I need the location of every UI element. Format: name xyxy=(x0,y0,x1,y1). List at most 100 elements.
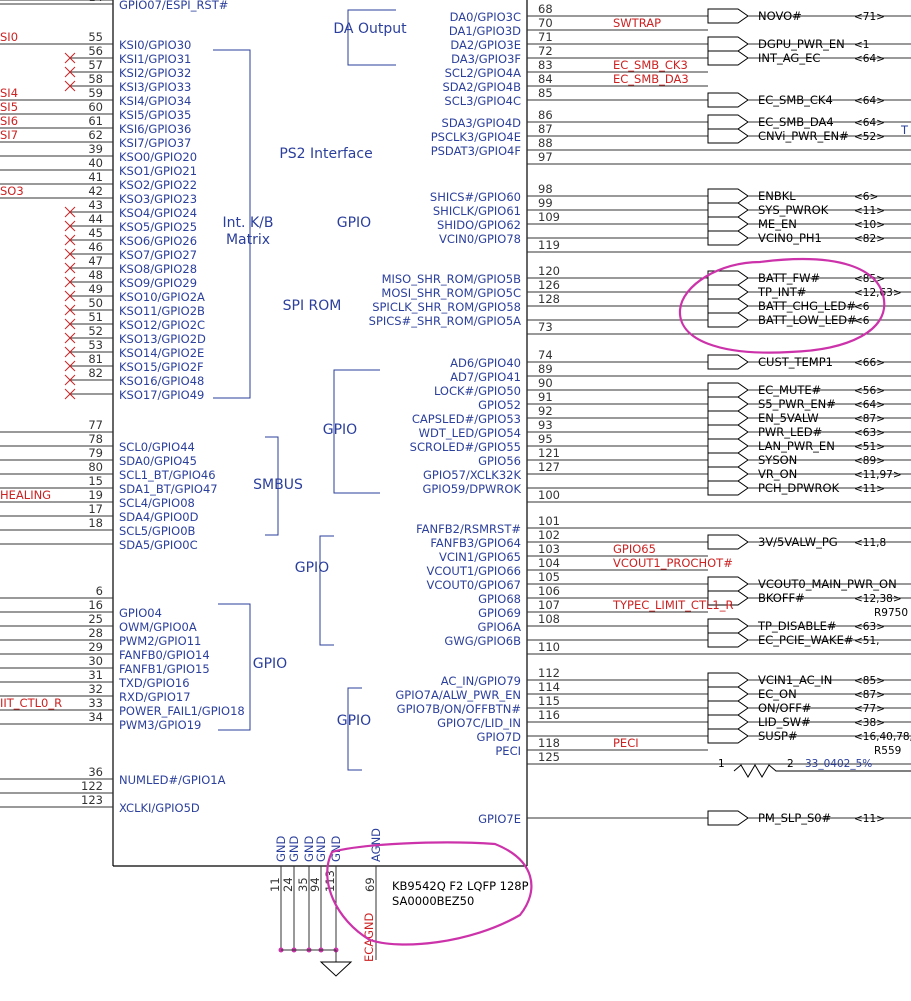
offpage-net-name: SUSP# xyxy=(758,729,798,743)
right-net-label: TYPEC_LIMIT_CTL1_R xyxy=(612,598,733,612)
offpage-connector xyxy=(707,382,749,398)
left-pin-number: 78 xyxy=(88,432,103,446)
offpage-net-name: CUST_TEMP1 xyxy=(758,355,833,369)
offpage-net-name: INT_AG_EC xyxy=(758,51,820,65)
right-pin-name: SHIDO/GPIO62 xyxy=(437,218,521,232)
left-pin-name: KSI2/GPIO32 xyxy=(119,66,191,80)
offpage-connector xyxy=(707,270,749,286)
left-net-label: SI5 xyxy=(0,100,18,114)
offpage-connector xyxy=(707,114,749,130)
offpage-connector xyxy=(707,298,749,314)
right-pin-name: SDA2/GPIO4B xyxy=(442,80,521,94)
offpage-connector xyxy=(707,188,749,204)
left-pin-name: KSO6/GPIO26 xyxy=(119,234,197,248)
left-pin-name: OWM/GPIO0A xyxy=(119,620,197,634)
left-pin-number: 41 xyxy=(88,170,103,184)
offpage-ref: <87> xyxy=(854,689,885,701)
bottom-pin-name: GND xyxy=(287,835,301,862)
left-pin-number: 15 xyxy=(88,474,103,488)
left-pin-name: XCLKI/GPIO5D xyxy=(119,801,200,815)
right-pin-number: 68 xyxy=(538,2,553,16)
left-pin-name: KSO15/GPIO2F xyxy=(119,360,204,374)
right-pin-number: 88 xyxy=(538,136,553,150)
no-connect-x xyxy=(64,248,76,260)
offpage-net-name: ENBKL xyxy=(758,189,796,203)
offpage-ref: <11> xyxy=(854,813,885,825)
offpage-connector xyxy=(707,686,749,702)
left-pin-name: KSO11/GPIO2B xyxy=(119,304,205,318)
right-pin-number: 84 xyxy=(538,72,553,86)
group-label-da-output: DA Output xyxy=(333,21,407,37)
left-net-label: SI4 xyxy=(0,86,18,100)
group-label-gpio-ac: GPIO xyxy=(337,713,371,729)
bottom-pin-number: 35 xyxy=(296,877,310,892)
right-pin-number: 74 xyxy=(538,348,553,362)
left-pin-number: 56 xyxy=(88,44,103,58)
offpage-connector xyxy=(707,230,749,246)
bracket-kb-matrix xyxy=(213,49,251,399)
offpage-ref: <64> xyxy=(854,95,885,107)
left-pin-number: 28 xyxy=(88,626,103,640)
no-connect-x xyxy=(64,206,76,218)
offpage-ref: <85> xyxy=(854,675,885,687)
right-pin-number: 116 xyxy=(538,708,560,722)
offpage-net-name: DGPU_PWR_EN xyxy=(758,37,845,51)
bracket-gpio-pwm xyxy=(218,603,251,731)
offpage-ref: <64> xyxy=(854,53,885,65)
offpage-net-name: LAN_PWR_EN xyxy=(758,439,835,453)
offpage-ref: <63> xyxy=(854,427,885,439)
offpage-connector xyxy=(707,396,749,412)
offpage-connector xyxy=(707,700,749,716)
right-pin-number: 120 xyxy=(538,264,560,278)
offpage-connector xyxy=(707,92,749,108)
right-pin-name: VCIN0/GPIO78 xyxy=(439,232,521,246)
right-pin-number: 103 xyxy=(538,542,560,556)
left-net-label: HEALING xyxy=(0,488,51,502)
no-connect-x xyxy=(64,318,76,330)
right-pin-name: SPICLK_SHR_ROM/GPIO58 xyxy=(372,300,521,314)
no-connect-x xyxy=(64,388,76,400)
left-pin-number: 46 xyxy=(88,240,103,254)
left-pin-name: SCL0/GPIO44 xyxy=(119,440,195,454)
left-pin-number: 79 xyxy=(88,446,103,460)
left-pin-number: 48 xyxy=(88,268,103,282)
right-pin-name: GPIO7E xyxy=(478,812,521,826)
bottom-pin-number: 69 xyxy=(363,877,377,892)
offpage-connector xyxy=(707,534,749,550)
offpage-connector xyxy=(707,466,749,482)
left-pin-name: KSI5/GPIO35 xyxy=(119,108,191,122)
left-pin-number: 36 xyxy=(88,765,103,779)
right-pin-name: CAPSLED#/GPIO53 xyxy=(412,412,521,426)
right-pin-name: GPIO59/DPWROK xyxy=(422,482,521,496)
offpage-net-name: TP_INT# xyxy=(757,285,806,299)
highlight-circle-agnd xyxy=(326,841,533,946)
left-pin-name: SCL5/GPIO0B xyxy=(119,524,196,538)
right-net-label: EC_SMB_CK3 xyxy=(613,58,688,72)
left-pin-name: SDA5/GPIO0C xyxy=(119,538,198,552)
offpage-net-name: VCOUT0_MAIN_PWR_ON xyxy=(758,577,897,591)
left-pin-number: 61 xyxy=(88,114,103,128)
ground-symbol xyxy=(319,961,353,977)
left-pin-number: 30 xyxy=(88,654,103,668)
right-pin-name: SDA3/GPIO4D xyxy=(442,116,522,130)
right-pin-name: LOCK#/GPIO50 xyxy=(434,384,521,398)
right-pin-name: GWG/GPIO6B xyxy=(444,634,521,648)
left-pin-name: KSO14/GPIO2E xyxy=(119,346,204,360)
offpage-ref: <89> xyxy=(854,455,885,467)
right-pin-number: 92 xyxy=(538,404,553,418)
offpage-ref: <11,97> xyxy=(854,469,902,481)
left-pin-number: 123 xyxy=(81,793,103,807)
group-label-gpio-pwm: GPIO xyxy=(253,656,287,672)
right-pin-name: SPICS#_SHR_ROM/GPIO5A xyxy=(369,314,521,328)
bottom-pin-name: GND xyxy=(302,835,316,862)
left-pin-number: 45 xyxy=(88,226,103,240)
offpage-ref: <10> xyxy=(854,219,885,231)
left-pin-number: 57 xyxy=(88,58,103,72)
right-pin-number: 109 xyxy=(538,210,560,224)
right-pin-number: 70 xyxy=(538,16,553,30)
left-pin-number: 6 xyxy=(96,584,103,598)
left-net-label: SO3 xyxy=(0,184,24,198)
offpage-net-name: SYS_PWROK xyxy=(758,203,829,217)
right-pin-name: PSDAT3/GPIO4F xyxy=(431,144,521,158)
